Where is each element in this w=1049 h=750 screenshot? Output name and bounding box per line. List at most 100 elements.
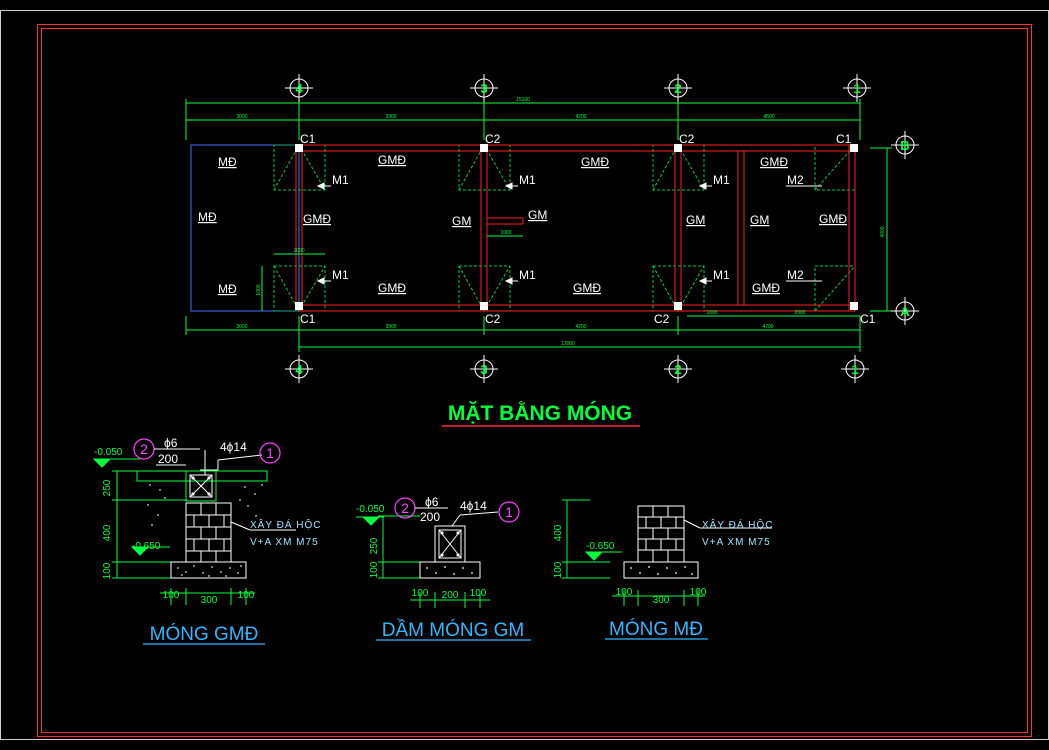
- label-m1: M1: [519, 173, 536, 187]
- stirrup-spacing: 200: [420, 510, 440, 524]
- axis-label: 1: [853, 81, 860, 96]
- dim-horizontal: 300: [201, 595, 218, 606]
- dim-vertical: 100: [102, 562, 113, 579]
- dim-span: 2000: [794, 310, 805, 316]
- note-line: V+A XM M75: [250, 537, 319, 548]
- detail-title: DẦM MÓNG GM: [382, 619, 525, 641]
- note-line: XÂY ĐÁ HỘC: [250, 518, 322, 531]
- column-label: C1: [860, 312, 876, 326]
- label-md: MĐ: [218, 155, 237, 169]
- label-gmd: GMĐ: [760, 155, 788, 169]
- column-label: C1: [300, 312, 316, 326]
- dim-span: 3000: [236, 114, 247, 120]
- label-gm: GM: [528, 208, 547, 222]
- frame-inner: [41, 28, 1028, 733]
- frame-outer: [37, 24, 1032, 737]
- level-top: -0.050: [356, 504, 385, 515]
- stirrup-spacing: 200: [158, 452, 178, 466]
- rebar-main: 4ϕ14: [460, 499, 487, 513]
- rebar-stirrup: ϕ6: [425, 495, 439, 509]
- plan-title: MẶT BẰNG MÓNG: [448, 401, 632, 425]
- dim-span: 4500: [763, 114, 774, 120]
- mark-bubble: 1: [505, 504, 513, 520]
- label-m2: M2: [787, 268, 804, 282]
- dim-span: 4200: [575, 114, 586, 120]
- label-gm: GM: [686, 213, 705, 227]
- column-label: C1: [300, 132, 316, 146]
- dim-span: 3900: [385, 114, 396, 120]
- axis-label: 3: [480, 81, 487, 96]
- rebar-main: 4ϕ14: [220, 440, 247, 454]
- detail-mong-md: -0.650 400 100 100 300 100 XÂY ĐÁ HỘC V+…: [553, 499, 774, 640]
- dim-vertical: 4000: [880, 226, 886, 237]
- dim-overall-top: 15100: [516, 97, 530, 103]
- note-line: V+A XM M75: [702, 537, 771, 548]
- strip-outline: [190, 144, 300, 312]
- dim-span: 4200: [575, 324, 586, 330]
- label-m1: M1: [332, 173, 349, 187]
- label-m1: M1: [519, 268, 536, 282]
- label-m1: M1: [713, 268, 730, 282]
- axis-label: B: [900, 138, 909, 153]
- dim-vertical: 250: [102, 479, 113, 496]
- level-top: -0.050: [94, 447, 123, 458]
- label-m2: M2: [787, 173, 804, 187]
- dim-vertical: 100: [369, 561, 380, 578]
- dim-horizontal: 200: [442, 590, 459, 601]
- foundation-plan: C1 C2 C2 C1 C1 C2 C2 C1 MĐ MĐ MĐ GMĐ GMĐ…: [185, 74, 919, 427]
- level-bottom: -0.650: [132, 541, 161, 552]
- label-gmd: GMĐ: [581, 155, 609, 169]
- label-gmd: GMĐ: [303, 212, 331, 226]
- column-label: C1: [836, 132, 852, 146]
- dim-vertical: 100: [553, 561, 564, 578]
- dim-horizontal: 100: [238, 590, 255, 601]
- axis-label: 4: [295, 362, 303, 377]
- label-md: MĐ: [218, 282, 237, 296]
- column-label: C2: [485, 132, 501, 146]
- dim-vertical: 250: [369, 537, 380, 554]
- label-gmd: GMĐ: [378, 153, 406, 167]
- dim-horizontal: 300: [653, 595, 670, 606]
- label-gmd: GMĐ: [573, 281, 601, 295]
- dim-overall-bottom: 12000: [561, 341, 575, 347]
- axis-label: 1: [851, 362, 858, 377]
- dim-span: 4700: [762, 324, 773, 330]
- label-gmd: GMĐ: [819, 212, 847, 226]
- column-squares: [295, 144, 858, 310]
- dim-span: 1000: [706, 310, 717, 316]
- detail-title: MÓNG MĐ: [609, 618, 703, 640]
- axis-label: 4: [295, 81, 303, 96]
- dim-horizontal: 100: [412, 588, 429, 599]
- mark-bubble: 1: [266, 445, 274, 461]
- dim-horizontal: 100: [690, 587, 707, 598]
- dim-horizontal: 100: [470, 588, 487, 599]
- label-gmd: GMĐ: [752, 281, 780, 295]
- label-gmd: GMĐ: [378, 281, 406, 295]
- mark-bubble: 2: [401, 500, 409, 516]
- note-line: XÂY ĐÁ HỘC: [702, 518, 774, 531]
- label-gm: GM: [452, 214, 471, 228]
- label-m1: M1: [332, 268, 349, 282]
- column-label: C2: [654, 312, 670, 326]
- axis-label: 2: [674, 81, 681, 96]
- label-m1: M1: [713, 173, 730, 187]
- dim-vertical: 400: [102, 524, 113, 541]
- axis-label: 3: [480, 362, 487, 377]
- dim-horizontal: 100: [163, 590, 180, 601]
- label-gm: GM: [750, 213, 769, 227]
- dim-small: 1000: [500, 230, 511, 236]
- axis-bubbles: 4 3 2 1 4 3 2 1 B A: [285, 74, 919, 383]
- dim-vertical: 400: [553, 524, 564, 541]
- axis-label: A: [900, 304, 910, 319]
- label-md: MĐ: [198, 210, 217, 224]
- column-label: C2: [485, 312, 501, 326]
- mark-bubble: 2: [140, 441, 148, 457]
- foundation-beams: [295, 144, 856, 312]
- dim-span: 3900: [385, 324, 396, 330]
- column-label: C2: [679, 132, 695, 146]
- dim-horizontal: 100: [616, 587, 633, 598]
- level-bottom: -0.650: [586, 541, 615, 552]
- axis-label: 2: [674, 362, 681, 377]
- detail-mong-gmd: 2 1 ϕ6 200 4ϕ14 -0.050 -0.650 250 400 10…: [92, 436, 322, 645]
